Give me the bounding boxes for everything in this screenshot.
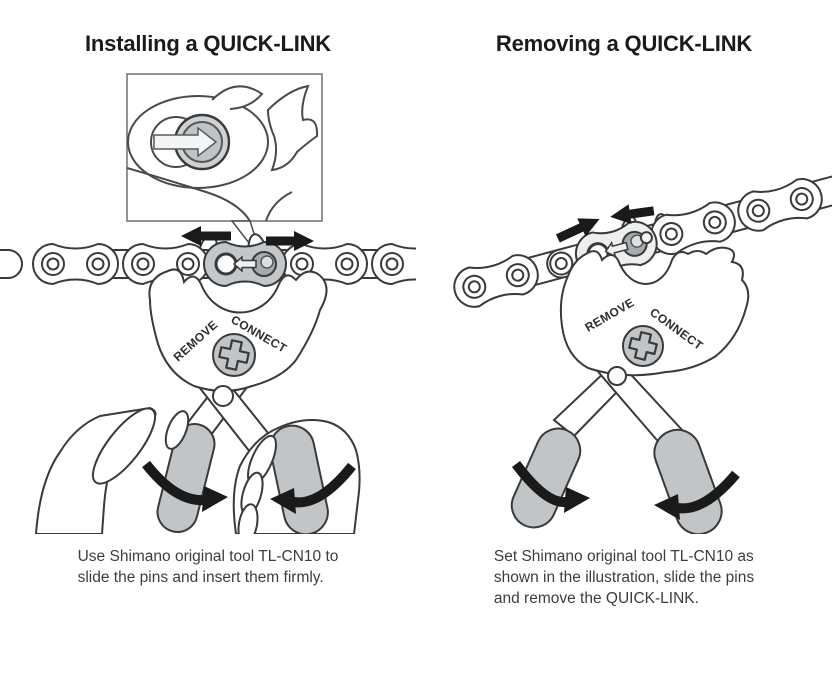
magnified-pin-inset <box>126 73 323 223</box>
caption-removing: Set Shimano original tool TL-CN10 as sho… <box>493 548 755 608</box>
curved-arrow-icon <box>654 494 680 521</box>
left-grip <box>156 423 216 534</box>
arrow-up-right-icon <box>577 218 600 237</box>
curved-arrow-icon <box>564 487 590 514</box>
pin-slide-arrow-icon <box>153 126 218 158</box>
phillips-cross-icon <box>218 339 250 372</box>
right-grip <box>653 429 723 535</box>
plier-tool: REMOVE CONNECT <box>148 268 328 454</box>
phillips-cross-icon <box>628 331 658 362</box>
link-slide-arrow-icon <box>232 255 257 274</box>
fingertip <box>164 410 190 451</box>
panel-installing: Installing a QUICK-LINK <box>0 31 416 587</box>
plier-tool: REMOVE CONNECT <box>552 247 750 448</box>
tool-jaw-tip-shape <box>266 85 319 172</box>
panel-removing: Removing a QUICK-LINK <box>416 0 832 679</box>
finger <box>237 503 259 535</box>
installing-illustration: REMOVE CONNECT <box>0 73 416 535</box>
pivot-hole <box>607 366 627 387</box>
removing-illustration: REMOVE CONNECT <box>453 174 832 535</box>
thumb <box>91 407 157 485</box>
arrow-right-icon <box>294 231 314 252</box>
slide-direction-arrows <box>555 204 655 243</box>
curved-arrow-icon <box>270 488 296 515</box>
arrow-left-icon <box>181 226 201 247</box>
left-grip <box>510 427 582 529</box>
squeeze-arrows <box>512 461 740 521</box>
curved-arrow-icon <box>202 486 228 513</box>
tool-body <box>559 247 750 377</box>
adjuster-dial <box>622 325 664 368</box>
adjuster-dial <box>212 333 256 378</box>
squeeze-arrows <box>142 461 356 515</box>
panel-title-removing: Removing a QUICK-LINK <box>495 31 753 56</box>
pivot-hole <box>212 385 234 408</box>
slide-direction-arrows <box>181 226 314 252</box>
hand-illustration <box>34 407 361 535</box>
tool-body <box>148 268 328 393</box>
arrow-left-icon <box>610 204 632 225</box>
tool-grips <box>510 427 723 535</box>
panel-title-installing: Installing a QUICK-LINK <box>85 31 331 56</box>
caption-installing: Use Shimano original tool TL-CN10 to sli… <box>77 548 339 587</box>
